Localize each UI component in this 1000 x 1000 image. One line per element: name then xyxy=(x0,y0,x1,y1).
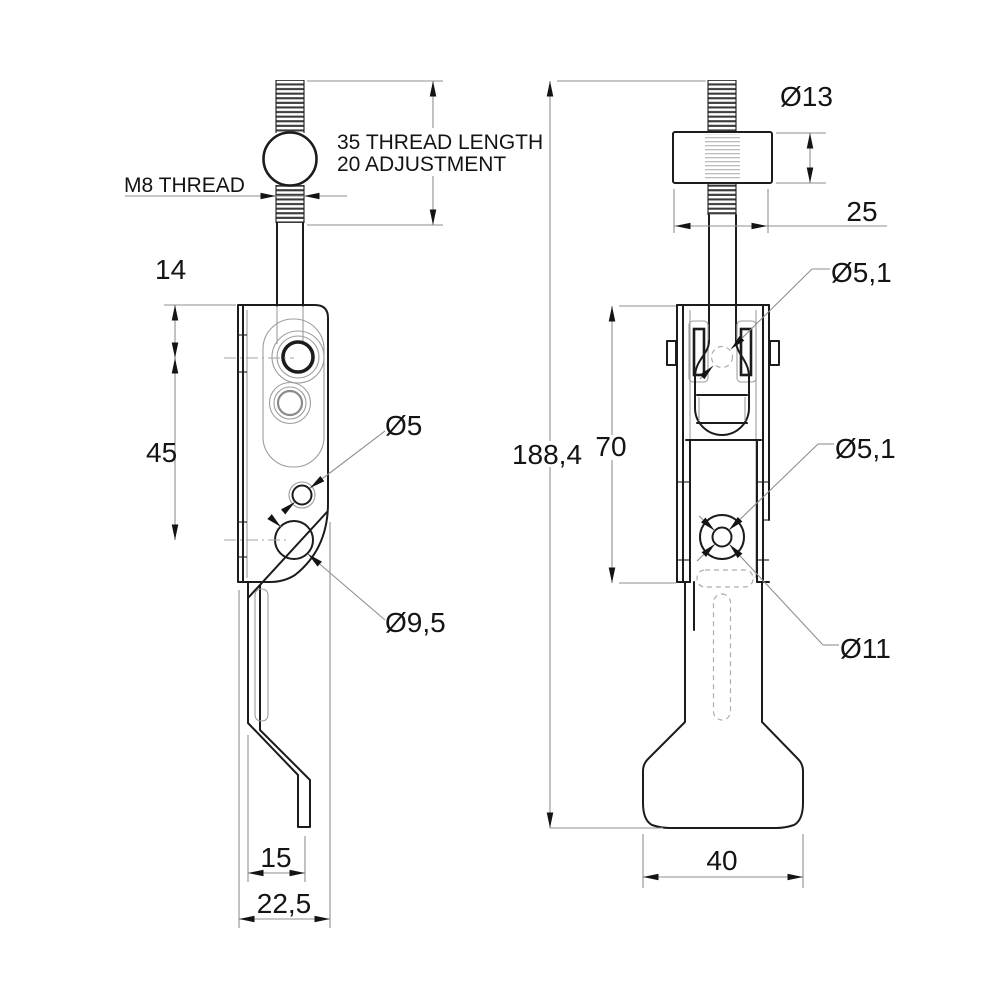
label-dia5: Ø5 xyxy=(385,410,422,441)
dim-40: 40 xyxy=(642,834,804,888)
dim-dia11: Ø11 xyxy=(698,515,891,664)
dim-188-4: 188,4 xyxy=(504,80,706,829)
threaded-rod xyxy=(275,80,305,307)
dim-25: 25 xyxy=(673,189,887,233)
boss-outline xyxy=(262,318,325,468)
label-dia9-5: Ø9,5 xyxy=(385,607,446,638)
dim-thread-length: 35 THREAD LENGTH 20 ADJUSTMENT xyxy=(307,80,543,226)
dim-15: 15 xyxy=(247,735,306,882)
front-view xyxy=(642,80,804,829)
dim-14: 14 xyxy=(155,254,294,359)
lower-boss-hole xyxy=(268,381,312,425)
dim-70: 70 xyxy=(595,305,676,584)
adjustment-knob xyxy=(672,131,773,184)
dim-dia5-1-top: Ø5,1 xyxy=(699,257,892,380)
m8-thread-text: M8 THREAD xyxy=(124,174,245,197)
dim-15-label: 15 xyxy=(260,842,291,873)
dim-70-label: 70 xyxy=(595,431,626,462)
dimensions: 35 THREAD LENGTH 20 ADJUSTMENT M8 THREAD… xyxy=(124,80,896,928)
hole-11mm xyxy=(699,514,745,560)
hidden-bracket-edge xyxy=(696,569,754,588)
pivot-hole-hidden xyxy=(710,345,734,369)
dim-dia9-5: Ø9,5 xyxy=(267,514,446,638)
lever-paddle xyxy=(642,581,804,829)
pin-end-left xyxy=(666,340,677,366)
label-dia5-1-bottom: Ø5,1 xyxy=(835,433,896,464)
pin-end-right xyxy=(769,340,780,366)
side-view xyxy=(237,80,329,828)
dim-14-label: 14 xyxy=(155,254,186,285)
dim-25-label: 25 xyxy=(846,196,877,227)
threaded-rod-front xyxy=(707,80,737,342)
dim-188-4-label: 188,4 xyxy=(512,439,582,470)
mounting-plate xyxy=(237,304,329,599)
hole-5mm xyxy=(288,481,316,509)
label-dia11: Ø11 xyxy=(840,633,891,664)
dim-45: 45 xyxy=(146,358,286,541)
dim-40-label: 40 xyxy=(706,845,737,876)
pivot-hole xyxy=(271,330,325,384)
lever-front xyxy=(642,439,804,829)
paddle-slot-hidden xyxy=(712,593,732,721)
dim-dia13: Ø13 xyxy=(776,81,833,184)
thread-note-line1: 35 THREAD LENGTH xyxy=(337,131,543,154)
pivot-pin xyxy=(666,320,780,383)
label-dia5-1-top: Ø5,1 xyxy=(831,257,892,288)
dim-45-label: 45 xyxy=(146,437,177,468)
dim-22-5-label: 22,5 xyxy=(257,888,312,919)
dim-dia5-1-bottom: Ø5,1 xyxy=(696,433,896,562)
lever-hidden-outline xyxy=(254,588,269,722)
dim-dia5: Ø5 xyxy=(280,410,422,515)
dim-22-5: 22,5 xyxy=(238,522,331,928)
ball-knob xyxy=(262,131,318,187)
lever-edge-line xyxy=(247,511,328,599)
label-dia13: Ø13 xyxy=(780,81,833,112)
latch-lever xyxy=(247,581,311,828)
thread-note-line2: 20 ADJUSTMENT xyxy=(337,153,506,176)
label-m8-thread: M8 THREAD xyxy=(124,174,347,200)
